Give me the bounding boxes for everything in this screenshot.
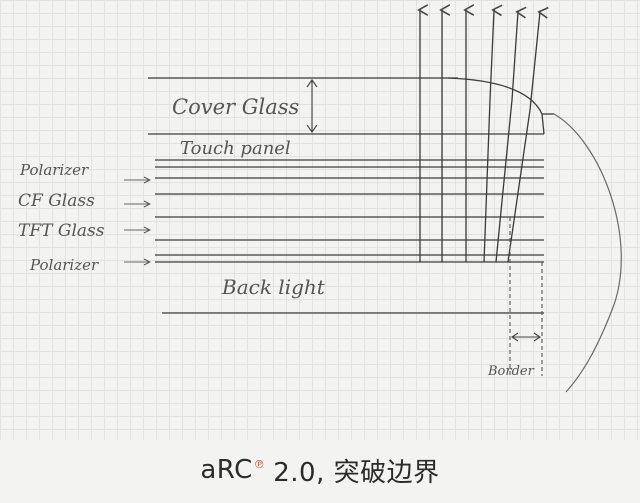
caption-suffix: 2.0, 突破边界 [273,457,440,488]
border-label: Border [487,364,535,379]
label-pointers [124,180,150,262]
cf-glass-label: CF Glass [18,191,95,211]
registered-mark-icon: ℗ [253,457,266,471]
tft-glass-label: TFT Glass [18,221,105,241]
backlight-label: Back light [221,275,326,299]
layer-lines [148,77,544,314]
outer-arc-line [553,113,622,393]
caption-prefix: aRC [200,455,253,485]
cover-glass-thickness-arrow [306,79,318,133]
light-rays [420,10,540,263]
caption: aRC℗ 2.0, 突破边界 [0,452,640,488]
border-width-arrow [511,332,541,342]
cover-glass-curved-edge [447,77,545,135]
polarizer-bottom-label: Polarizer [29,256,99,274]
touch-panel-label: Touch panel [180,138,291,159]
cover-glass-label: Cover Glass [172,95,300,119]
light-ray [483,10,494,263]
polarizer-top-label: Polarizer [19,161,89,179]
border-guides [509,217,543,376]
light-ray [507,12,540,263]
light-ray [495,12,518,263]
display-layer-diagram: Cover Glass Touch panel Polarizer CF Gla… [18,0,622,393]
